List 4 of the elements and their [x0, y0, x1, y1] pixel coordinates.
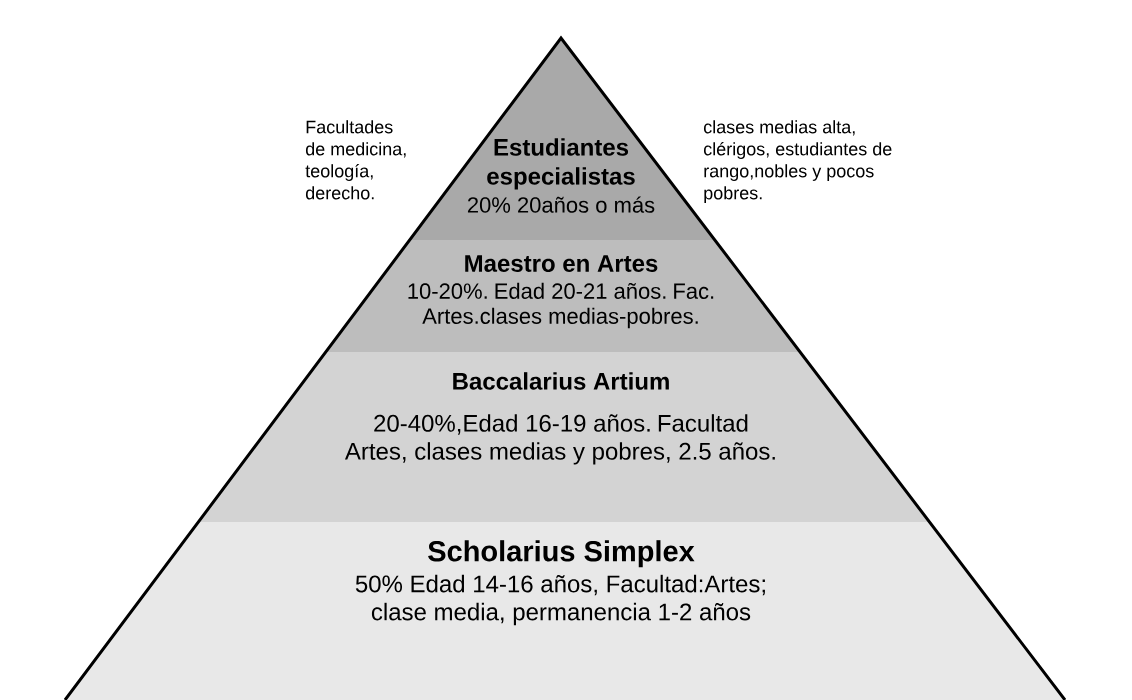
pyramid-band: Scholarius Simplex 50% Edad 14-16 años, Facultad:Artes; clase media, permanencia 1-2 años — [65, 522, 1065, 700]
pyramid-band: Baccalarius Artium 20-40%,Edad 16-19 años. Facultad Artes, clases medias y pobres, 2.5 años. — [198, 352, 930, 522]
side-note: Facultades de medicina, teología, derecho. — [305, 120, 406, 200]
pyramid-band: Maestro en Artes 10-20%. Edad 20-21 años. Fac. Artes.clases medias-pobres. — [325, 240, 801, 352]
